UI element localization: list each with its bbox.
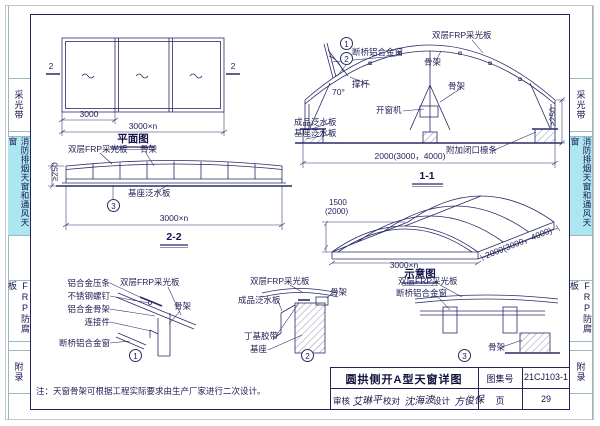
d2-label-butyl-tape: 丁基胶带 <box>244 331 279 341</box>
e22-label-frp-panel: 双层FRP采光板 <box>68 144 128 154</box>
s11-label-window-opener: 开窗机 <box>376 105 402 115</box>
title-block-hline <box>330 388 570 389</box>
plan-dim-total: 3000×n <box>128 121 158 131</box>
d1-label-ss-screw: 不锈钢螺钉 <box>67 291 110 301</box>
e22-label-frame: 骨架 <box>140 144 158 154</box>
s11-dim-base-height: ≥250 <box>547 107 558 127</box>
sidebar-left-appendix: 附录 <box>8 350 30 394</box>
d3-label-window: 断桥铝合金窗 <box>396 288 448 298</box>
plan-cut-mark-right: 2 <box>230 61 236 71</box>
sidebar-right-daylight-band: 采光带 <box>570 78 592 132</box>
plan-cut-mark-left: 2 <box>48 61 54 71</box>
designer-signature: 方俊保 <box>453 394 485 409</box>
reviewer-signature: 艾琳平 <box>351 394 383 409</box>
d1-label-al-frame: 铝合金骨架 <box>67 304 110 314</box>
designer-label: 设计 <box>433 396 451 406</box>
plan-title: 平面图 <box>117 133 149 145</box>
sch-dim-height-2: (2000) <box>325 207 349 216</box>
sidebar-right-frp-panel: FRP防腐板 <box>569 280 592 342</box>
page-border <box>5 5 594 420</box>
s11-label-frame-b: 骨架 <box>448 81 466 91</box>
d2-number-bubble: 2 <box>301 349 314 362</box>
d3-number-bubble: 3 <box>458 349 471 362</box>
sidebar-left-daylight-band: 采光带 <box>8 78 30 132</box>
d2-label-base: 基座 <box>250 344 268 354</box>
title-block-vline-1 <box>478 367 479 410</box>
e22-dim-base-height: ≥250 <box>49 162 60 182</box>
sidebar-left-smoke-vent-skylight: 消防排烟天窗和通风天窗 <box>8 136 30 236</box>
atlas-no-value: 21CJ103-1 <box>523 372 569 382</box>
d2-label-frame: 骨架 <box>330 287 348 297</box>
general-note: 注：天窗骨架可根据工程实际要求由生产厂家进行二次设计。 <box>36 386 266 396</box>
s11-callout-1: 1 <box>340 37 353 50</box>
s11-label-angle: 70° <box>332 87 345 97</box>
checker-signature: 沈海波 <box>403 394 435 409</box>
d1-number-bubble: 1 <box>129 349 142 362</box>
s11-label-frp-panel: 双层FRP采光板 <box>432 30 492 40</box>
d1-label-frp-panel: 双层FRP采光板 <box>120 277 180 287</box>
sidebar-left-frp-panel: FRP防腐板 <box>7 280 30 342</box>
right-strip-line <box>592 6 593 420</box>
d3-label-frame: 骨架 <box>488 342 506 352</box>
e22-callout-3: 3 <box>107 199 120 212</box>
sch-dim-height-1: 1500 <box>329 198 347 207</box>
s11-dim-width: 2000(3000，4000) <box>374 151 446 161</box>
e22-title: 2-2 <box>166 231 182 243</box>
drawing-title: 圆拱侧开A型天窗详图 <box>345 374 463 386</box>
s11-title: 1-1 <box>419 170 435 182</box>
s11-label-stay-rod: 撑杆 <box>352 79 370 89</box>
d1-label-connector: 连接件 <box>84 317 110 327</box>
sidebar-right-smoke-vent-skylight: 消防排烟天窗和通风天窗 <box>570 136 592 236</box>
d2-label-frp-panel: 双层FRP采光板 <box>250 276 310 286</box>
d1-label-window: 断桥铝合金窗 <box>58 338 110 348</box>
s11-label-base-flashing: 基座泛水板 <box>294 128 337 138</box>
s11-label-window: 断桥铝合金窗 <box>352 47 404 57</box>
sidebar-right-appendix: 附录 <box>570 350 592 394</box>
d1-label-frame: 骨架 <box>174 301 192 311</box>
d1-label-al-cap-strip: 铝合金压条 <box>67 278 110 288</box>
d2-label-finished-flashing: 成品泛水板 <box>238 295 281 305</box>
s11-label-finished-flashing: 成品泛水板 <box>294 117 337 127</box>
page-number: 29 <box>540 394 551 404</box>
title-block-vline-2 <box>522 367 523 410</box>
s11-label-frame-a: 骨架 <box>424 57 442 67</box>
e22-label-base-flashing: 基座泛水板 <box>128 188 171 198</box>
drawing-frame <box>30 14 570 410</box>
d3-label-frp-panel: 双层FRP采光板 <box>398 276 458 286</box>
s11-label-added-purlin: 附加闭口檩条 <box>446 145 498 155</box>
sch-title: 示意图 <box>404 268 436 280</box>
reviewer-label: 审核 <box>333 396 351 406</box>
e22-dim-length: 3000×n <box>159 213 189 223</box>
checker-label: 校对 <box>383 396 401 406</box>
sch-dim-length: 3000×n <box>389 260 419 270</box>
s11-callout-2: 2 <box>340 52 353 65</box>
page-label: 页 <box>495 396 505 406</box>
atlas-no-label: 图集号 <box>486 374 514 384</box>
plan-dim-bay: 3000 <box>79 109 99 119</box>
